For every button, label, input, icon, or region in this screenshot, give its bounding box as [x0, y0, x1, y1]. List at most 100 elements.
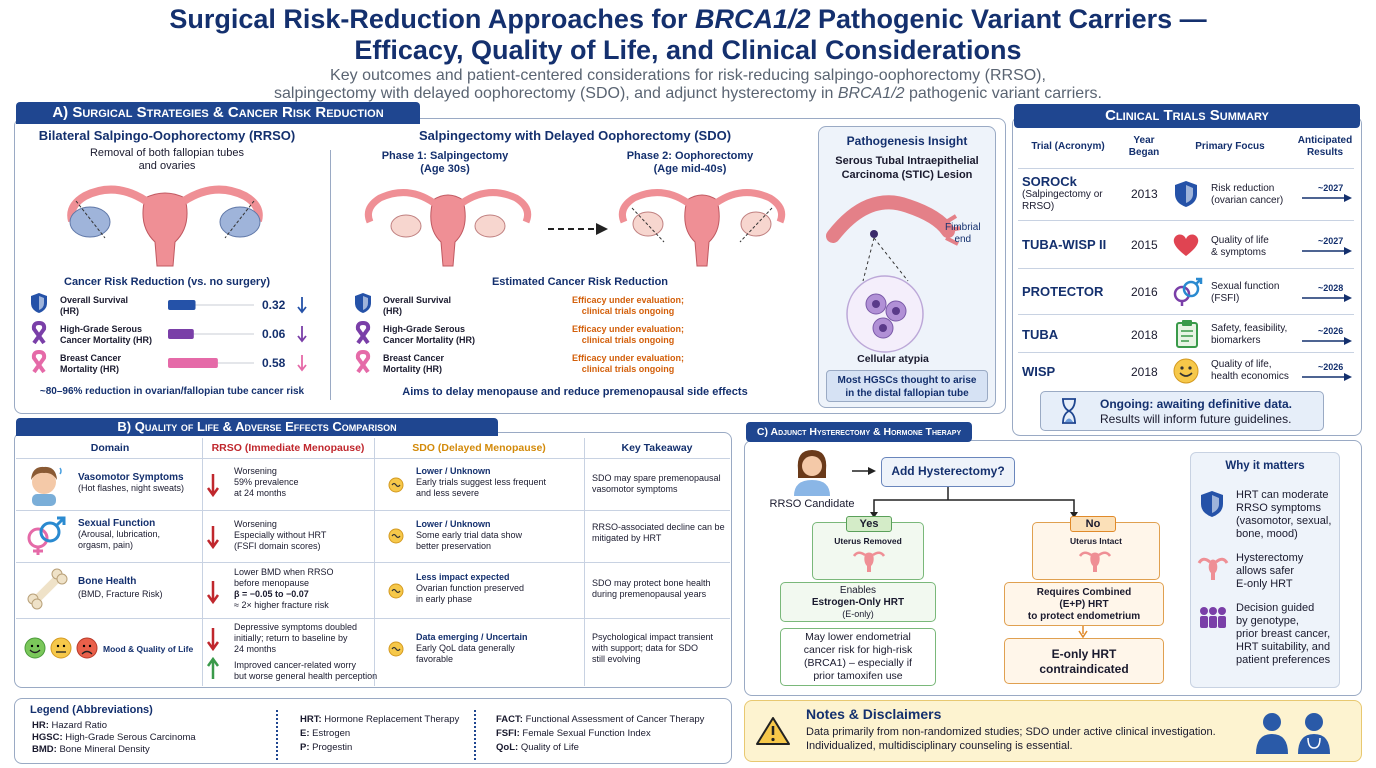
section-c-tab: C) Adjunct Hysterectomy & Hormone Therap…: [746, 422, 972, 442]
trial-name: PROTECTOR: [1022, 284, 1104, 299]
ongoing-text: Ongoing: awaiting definitive data.Result…: [1100, 397, 1293, 426]
uterus-intact-label: Uterus Intact: [1070, 536, 1122, 546]
trial-name: TUBA: [1022, 327, 1059, 342]
row-divider: [16, 510, 730, 511]
hr-bar: [168, 329, 194, 339]
hr-bar: [168, 358, 218, 368]
legend-panel: [14, 698, 732, 764]
domain-sexual: Sexual Function(Arousal, lubrication,org…: [78, 518, 161, 550]
sdo-phase1: Phase 1: Salpingectomy(Age 30s): [381, 150, 509, 175]
rrso-risk-title: Cancer Risk Reduction (vs. no surgery): [64, 276, 270, 288]
trial-focus: Safety, feasibility,biomarkers: [1211, 323, 1288, 346]
pathogenesis-title: Pathogenesis Insight: [846, 134, 968, 148]
trial-focus: Quality of life,health economics: [1211, 359, 1289, 382]
smiley-icon: [1173, 358, 1199, 384]
col-key: Key Takeaway: [621, 442, 693, 454]
row-divider: [16, 618, 730, 619]
trial-focus: Quality of life& symptoms: [1211, 235, 1269, 258]
row-divider: [16, 458, 730, 459]
col-rrso: RRSO (Immediate Menopause): [211, 442, 365, 454]
legend-col-3: FACT: Functional Assessment of Cancer Th…: [496, 714, 705, 753]
trial-name: TUBA-WISP II: [1022, 237, 1107, 252]
arrow-right-icon: [548, 223, 608, 235]
no-badge: No: [1070, 516, 1116, 532]
uterus-illustration-phase2: [618, 189, 786, 267]
warning-icon: [756, 717, 790, 745]
arrow-down-icon: [297, 297, 307, 314]
trial-result: ~2026: [1318, 362, 1344, 372]
arrow-down-icon: [297, 355, 307, 372]
heart-icon: [1173, 234, 1199, 256]
woman-hot-flash-icon: [31, 466, 62, 506]
notes-title: Notes & Disclaimers: [806, 706, 942, 722]
trial-result: ~2027: [1318, 236, 1344, 246]
sdo-footer: Aims to delay menopause and reduce preme…: [402, 386, 748, 398]
domain-mood: Mood & Quality of Life: [103, 644, 194, 654]
section-b-tab: B) Quality of Life & Adverse Effects Com…: [16, 418, 498, 436]
trial-name: WISP: [1022, 364, 1056, 379]
people-group-icon: [1200, 607, 1226, 628]
col-sdo: SDO (Delayed Menopause): [412, 442, 546, 454]
legend-col-2: HRT: Hormone Replacement Therapy E: Estr…: [300, 714, 460, 753]
ongoing-box: [1040, 391, 1324, 431]
uterus-icon: [1197, 557, 1229, 580]
arrow-down-icon: [206, 628, 220, 652]
domain-vasomotor: Vasomotor Symptoms(Hot flashes, night sw…: [78, 472, 185, 493]
arrow-right-icon: [1302, 194, 1352, 202]
rrso-footer: ~80–96% reduction in ovarian/fallopian t…: [39, 386, 305, 397]
candidate-label: RRSO Candidate: [769, 498, 855, 510]
legend-col-1: HR: Hazard Ratio HGSC: High-Grade Serous…: [32, 720, 196, 755]
pathogenesis-box: [818, 126, 996, 408]
sdo-status: Efficacy under evaluation;clinical trial…: [571, 353, 685, 374]
trial-year: 2016: [1131, 285, 1158, 299]
rrso-title: Bilateral Salpingo-Oophorectomy (RRSO): [38, 128, 296, 143]
clinicians-icon: [1256, 713, 1330, 754]
hourglass-icon: [1062, 398, 1076, 424]
legend-title: Legend (Abbreviations): [30, 704, 153, 716]
col-acronym: Trial (Acronym): [1031, 141, 1105, 152]
trial-focus: Sexual function(FSFI): [1211, 281, 1280, 304]
col-focus: Primary Focus: [1195, 141, 1265, 152]
arrow-right-icon: [852, 467, 876, 475]
sdo-status: Efficacy under evaluation;clinical trial…: [571, 324, 685, 345]
ribbon-icon: [31, 350, 47, 374]
gender-icon: [1173, 277, 1203, 306]
approx-icon: [388, 477, 404, 493]
shield-icon: [1175, 181, 1197, 207]
yes-badge: Yes: [846, 516, 892, 532]
row-divider: [16, 562, 730, 563]
arrow-down-icon: [206, 581, 220, 605]
notes-text: Data primarily from non-randomized studi…: [806, 726, 1216, 752]
trials-tab: Clinical Trials Summary: [1014, 104, 1360, 128]
trial-year: 2013: [1131, 187, 1158, 201]
legend-divider: [276, 710, 278, 760]
question-box: Add Hysterectomy?: [881, 457, 1015, 487]
arrow-down-icon: [206, 526, 220, 550]
rrso-row-label: Overall Survival(HR): [60, 295, 129, 316]
trial-year: 2015: [1131, 238, 1158, 252]
arrow-right-icon: [1302, 294, 1352, 302]
trial-result: ~2026: [1318, 326, 1344, 336]
approx-icon: [388, 641, 404, 657]
section-a-tab: A) Surgical Strategies & Cancer Risk Red…: [16, 102, 420, 124]
trial-result: ~2027: [1318, 183, 1344, 193]
col-domain: Domain: [90, 442, 130, 454]
page-title: Surgical Risk-Reduction Approaches for B…: [169, 4, 1207, 65]
